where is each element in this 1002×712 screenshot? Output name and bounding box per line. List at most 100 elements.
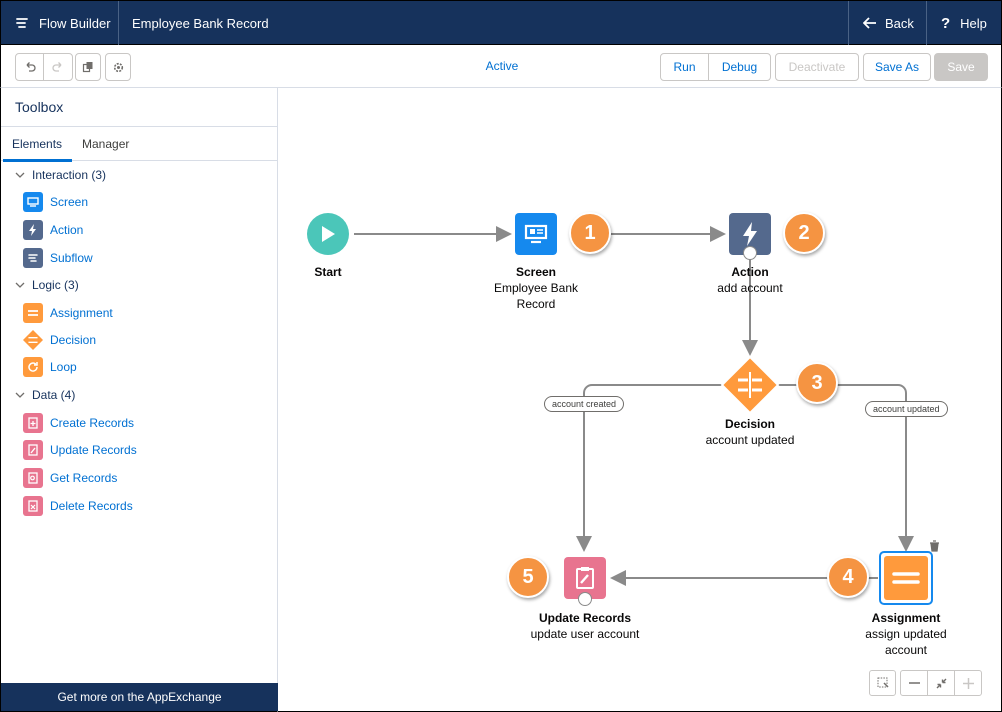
element-subflow[interactable]: Subflow <box>23 248 93 268</box>
element-decision[interactable]: Decision <box>23 330 96 350</box>
play-icon <box>322 226 335 242</box>
group-data[interactable]: Data (4) <box>15 388 75 402</box>
element-create-records[interactable]: Create Records <box>23 413 134 433</box>
chevron-down-icon <box>15 392 25 398</box>
node-title: Screen <box>515 265 557 279</box>
element-label: Create Records <box>50 416 135 430</box>
marquee-select-button[interactable] <box>869 670 896 696</box>
flow-canvas[interactable]: Start 1 Screen Employee Bank Record 2 Ac… <box>278 88 1002 712</box>
element-label: Delete Records <box>50 499 133 513</box>
element-label: Screen <box>50 195 89 209</box>
node-subtitle: assign updated <box>865 627 947 641</box>
node-title: Update Records <box>538 611 632 625</box>
step-badge-5: 5 <box>507 556 549 598</box>
connector-handle[interactable] <box>578 592 592 606</box>
back-button[interactable]: Back <box>863 1 914 45</box>
node-subtitle: add account <box>717 281 783 295</box>
tab-elements[interactable]: Elements <box>12 137 63 151</box>
element-label: Update Records <box>50 443 137 457</box>
step-badge-2: 2 <box>783 212 825 254</box>
gear-icon <box>113 62 123 72</box>
update-records-icon <box>23 440 43 460</box>
element-screen[interactable]: Screen <box>23 192 88 212</box>
element-action[interactable]: Action <box>23 220 83 240</box>
assignment-node[interactable] <box>879 551 933 605</box>
screen-icon <box>524 224 548 244</box>
divider <box>926 1 927 45</box>
node-subtitle: Employee Bank <box>493 281 579 295</box>
question-icon: ? <box>941 14 951 32</box>
active-tab-indicator <box>3 159 72 162</box>
decision-icon <box>23 330 43 350</box>
element-label: Decision <box>50 333 97 347</box>
start-node[interactable] <box>307 213 349 255</box>
outcome-label-left[interactable]: account created <box>544 396 625 412</box>
settings-button[interactable] <box>105 53 131 81</box>
divider <box>118 1 119 45</box>
node-subtitle: update user account <box>530 627 640 641</box>
flow-name: Employee Bank Record <box>132 15 269 31</box>
run-button[interactable]: Run <box>660 53 709 81</box>
toolbox-tabs: Elements Manager <box>1 126 278 162</box>
loop-icon <box>23 357 43 377</box>
zoom-out-button[interactable] <box>901 671 928 695</box>
element-get-records[interactable]: Get Records <box>23 468 117 488</box>
create-records-icon <box>23 413 43 433</box>
assignment-label: Assignment assign updated account <box>846 610 966 658</box>
group-interaction[interactable]: Interaction (3) <box>15 168 106 182</box>
copy-icon <box>82 62 93 73</box>
element-label: Get Records <box>50 471 118 485</box>
node-subtitle: account <box>884 643 928 657</box>
subflow-icon <box>23 248 43 268</box>
toolbox-panel: Toolbox Elements Manager Interaction (3)… <box>0 88 278 712</box>
get-records-icon <box>23 468 43 488</box>
tab-manager[interactable]: Manager <box>82 137 130 151</box>
action-label: Action add account <box>690 264 810 296</box>
flow-icon <box>16 18 28 28</box>
app-title: Flow Builder <box>15 1 111 45</box>
marquee-icon <box>877 677 889 688</box>
copy-button[interactable] <box>75 53 101 81</box>
element-label: Subflow <box>50 251 93 265</box>
undo-button[interactable] <box>16 54 44 80</box>
element-assignment[interactable]: Assignment <box>23 303 113 323</box>
debug-button[interactable]: Debug <box>708 53 771 81</box>
node-subtitle: account updated <box>705 433 795 447</box>
node-title: Start <box>314 265 342 279</box>
update-records-icon <box>576 567 594 589</box>
help-button[interactable]: ? Help <box>941 1 987 45</box>
save-as-button[interactable]: Save As <box>863 53 931 81</box>
node-subtitle: Record <box>516 297 556 311</box>
element-loop[interactable]: Loop <box>23 357 77 377</box>
decision-node[interactable] <box>720 355 780 415</box>
connector-handle[interactable] <box>743 246 757 260</box>
deactivate-button[interactable]: Deactivate <box>775 53 859 81</box>
element-update-records[interactable]: Update Records <box>23 440 137 460</box>
group-label: Logic (3) <box>32 278 79 292</box>
zoom-in-button[interactable] <box>955 671 981 695</box>
appexchange-link[interactable]: Get more on the AppExchange <box>1 683 278 711</box>
decision-label: Decision account updated <box>680 416 820 448</box>
node-title: Action <box>731 265 769 279</box>
undo-icon <box>26 62 36 72</box>
redo-button[interactable] <box>44 54 72 80</box>
element-delete-records[interactable]: Delete Records <box>23 496 133 516</box>
screen-node[interactable] <box>515 213 557 255</box>
group-label: Interaction (3) <box>32 168 107 182</box>
redo-icon <box>52 62 62 72</box>
zoom-controls <box>900 670 982 696</box>
help-label: Help <box>960 15 987 31</box>
outcome-label-right[interactable]: account updated <box>865 401 948 417</box>
save-button[interactable]: Save <box>934 53 988 81</box>
undo-redo-group <box>15 53 73 81</box>
step-badge-1: 1 <box>569 212 611 254</box>
back-label: Back <box>885 15 914 31</box>
step-badge-4: 4 <box>827 556 869 598</box>
group-logic[interactable]: Logic (3) <box>15 278 79 292</box>
minus-icon <box>908 682 920 684</box>
trash-icon[interactable] <box>929 540 940 552</box>
step-badge-3: 3 <box>796 362 838 404</box>
fit-view-button[interactable] <box>928 671 955 695</box>
divider <box>848 1 849 45</box>
update-records-label: Update Records update user account <box>515 610 655 642</box>
